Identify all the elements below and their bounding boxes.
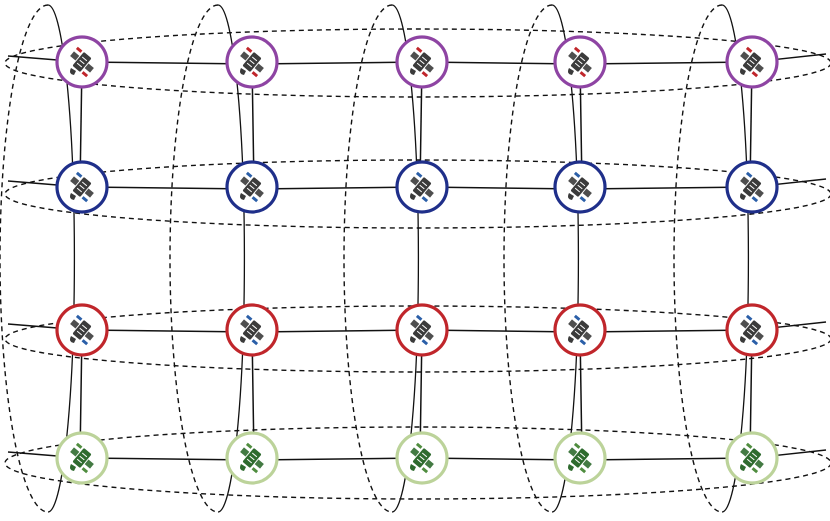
satellite-node (725, 303, 779, 357)
satellite-node (225, 303, 279, 357)
intra-orbit-link (81, 329, 253, 333)
satellite-node (553, 160, 607, 214)
satellite-node (725, 160, 779, 214)
intra-orbit-link (579, 186, 753, 190)
intra-orbit-link (81, 61, 253, 65)
intra-orbit-link (579, 61, 753, 65)
satellite-node (55, 35, 109, 89)
satellite-node (395, 160, 449, 214)
intra-orbit-link (81, 457, 253, 461)
satellite-node (395, 303, 449, 357)
satellite-node (225, 431, 279, 485)
orbit-layer (0, 4, 830, 513)
intra-orbit-link (251, 186, 423, 190)
intra-orbit-link (251, 61, 423, 65)
satellite-node (55, 160, 109, 214)
satellite-node (553, 303, 607, 357)
satellite-node (395, 35, 449, 89)
satellite-node (395, 431, 449, 485)
intra-orbit-link (81, 186, 253, 190)
satellite-node (725, 35, 779, 89)
satellite-node (553, 431, 607, 485)
satellite-node (225, 35, 279, 89)
satellite-node (553, 35, 607, 89)
satellite-node (225, 160, 279, 214)
vertical-orbit-3 (343, 4, 420, 513)
satellite-node (55, 303, 109, 357)
satellite-node (725, 431, 779, 485)
intra-orbit-link (251, 457, 423, 461)
intra-orbit-link (579, 329, 753, 333)
horizontal-orbit-1 (4, 28, 830, 98)
horizontal-orbit-4 (4, 426, 830, 500)
vertical-orbit-5 (673, 4, 750, 513)
vertical-orbit-4 (503, 4, 580, 513)
intra-orbit-link (579, 457, 753, 461)
satellite-layer (55, 35, 779, 485)
vertical-orbit-1 (0, 4, 76, 513)
vertical-orbit-2 (169, 4, 246, 513)
link-layer (7, 53, 827, 461)
intra-orbit-link (251, 329, 423, 333)
satellite-node (55, 431, 109, 485)
